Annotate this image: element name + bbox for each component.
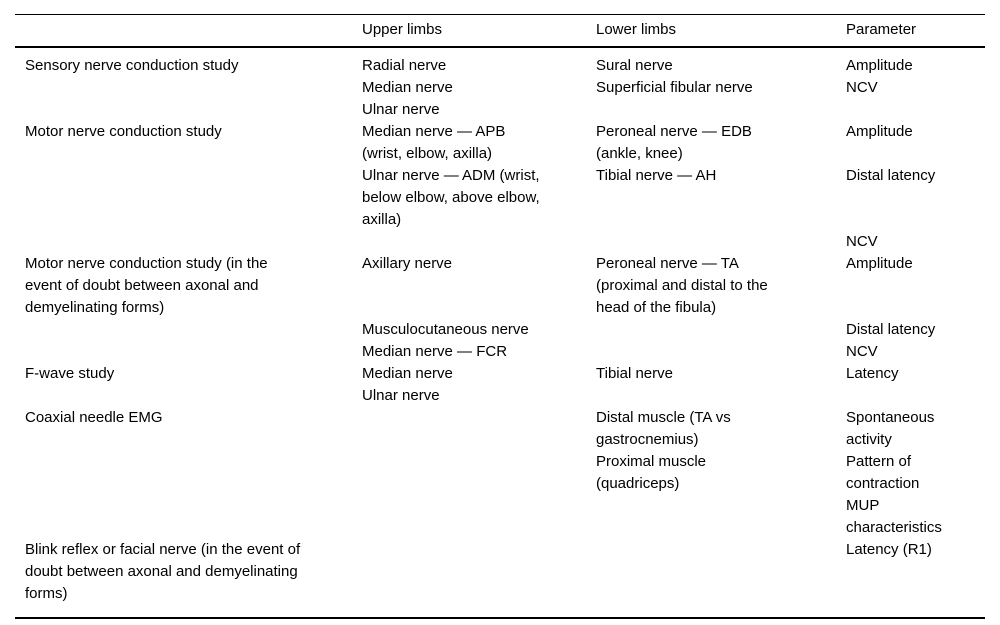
- table-row: Motor nerve conduction study Median nerve…: [15, 121, 985, 253]
- cell-line: Ulnar nerve — ADM (wrist,: [362, 167, 540, 184]
- lower-limbs-cell: Peroneal nerve — EDB (ankle, knee) Tibial …: [596, 121, 846, 253]
- cell-line: demyelinating forms): [25, 299, 165, 316]
- cell-line: Median nerve: [362, 79, 453, 96]
- table-container: Upper limbs Lower limbs Parameter Sensor…: [15, 14, 985, 619]
- cell-line: Latency: [846, 365, 899, 382]
- cell-line: [362, 275, 596, 297]
- table-row: Coaxial needle EMG Distal muscle (TA vs ga…: [15, 407, 985, 539]
- cell-line: doubt between axonal and demyelinating: [25, 563, 298, 580]
- cell-line: Amplitude: [846, 57, 913, 74]
- lower-limbs-cell: Tibial nerve: [596, 363, 846, 407]
- cell-line: characteristics: [846, 519, 942, 536]
- cell-line: Median nerve — APB: [362, 123, 506, 140]
- cell-line: NCV: [846, 79, 878, 96]
- nerve-conduction-study-table: Upper limbs Lower limbs Parameter Sensor…: [15, 14, 985, 619]
- cell-line: contraction: [846, 475, 920, 492]
- lower-limbs-cell: Distal muscle (TA vs gastrocnemius) Proxim…: [596, 407, 846, 539]
- cell-line: Axillary nerve: [362, 255, 453, 272]
- cell-line: NCV: [846, 343, 878, 360]
- cell-line: (wrist, elbow, axilla): [362, 145, 493, 162]
- cell-line: Tibial nerve — AH: [596, 167, 717, 184]
- table-row: Blink reflex or facial nerve (in the eve…: [15, 539, 985, 618]
- upper-limbs-cell: Median nerve — APB (wrist, elbow, axilla)…: [362, 121, 596, 253]
- cell-line: Spontaneous: [846, 409, 935, 426]
- header-cell-lower-limbs: Lower limbs: [596, 14, 846, 48]
- header-cell-upper-limbs: Upper limbs: [362, 14, 596, 48]
- cell-line: Coaxial needle EMG: [25, 409, 163, 426]
- cell-line: Ulnar nerve: [362, 387, 440, 404]
- cell-line: (quadriceps): [596, 475, 680, 492]
- cell-line: Sensory nerve conduction study: [25, 57, 239, 74]
- cell-line: event of doubt between axonal and: [25, 277, 259, 294]
- table-row: Sensory nerve conduction study Radial ner…: [15, 47, 985, 121]
- cell-line: Musculocutaneous nerve: [362, 321, 529, 338]
- cell-line: Radial nerve: [362, 57, 447, 74]
- cell-line: [846, 187, 985, 209]
- study-cell: Motor nerve conduction study: [15, 121, 362, 253]
- cell-line: Tibial nerve: [596, 365, 673, 382]
- cell-line: forms): [25, 585, 68, 602]
- lower-limbs-cell: Peroneal nerve — TA (proximal and distal …: [596, 253, 846, 363]
- parameter-cell: Latency: [846, 363, 985, 407]
- upper-limbs-cell: [362, 539, 596, 618]
- cell-line: (proximal and distal to the: [596, 277, 768, 294]
- cell-line: Distal muscle (TA vs: [596, 409, 731, 426]
- cell-line: (ankle, knee): [596, 145, 683, 162]
- cell-line: Median nerve — FCR: [362, 343, 508, 360]
- cell-line: Amplitude: [846, 255, 913, 272]
- cell-line: axilla): [362, 211, 402, 228]
- study-cell: Sensory nerve conduction study: [15, 47, 362, 121]
- cell-line: Amplitude: [846, 123, 913, 140]
- cell-line: Peroneal nerve — EDB: [596, 123, 752, 140]
- cell-line: [846, 275, 985, 297]
- cell-line: MUP: [846, 497, 880, 514]
- cell-line: Proximal muscle: [596, 453, 707, 470]
- upper-limbs-cell: [362, 407, 596, 539]
- study-cell: F-wave study: [15, 363, 362, 407]
- cell-line: Motor nerve conduction study (in the: [25, 255, 268, 272]
- cell-line: activity: [846, 431, 892, 448]
- cell-line: head of the fibula): [596, 299, 717, 316]
- header-row: Upper limbs Lower limbs Parameter: [15, 14, 985, 48]
- cell-line: below elbow, above elbow,: [362, 189, 540, 206]
- study-cell: Blink reflex or facial nerve (in the eve…: [15, 539, 362, 618]
- table-header: Upper limbs Lower limbs Parameter: [15, 14, 985, 48]
- cell-line: Pattern of: [846, 453, 912, 470]
- cell-line: Distal latency: [846, 167, 936, 184]
- study-cell: Motor nerve conduction study (in the even…: [15, 253, 362, 363]
- parameter-cell: Latency (R1): [846, 539, 985, 618]
- cell-line: Distal latency: [846, 321, 936, 338]
- cell-line: Sural nerve: [596, 57, 673, 74]
- cell-line: Median nerve: [362, 365, 453, 382]
- cell-line: Ulnar nerve: [362, 101, 440, 118]
- cell-line: Motor nerve conduction study: [25, 123, 222, 140]
- table-row: Motor nerve conduction study (in the even…: [15, 253, 985, 363]
- cell-line: Latency (R1): [846, 541, 932, 558]
- table-body: Sensory nerve conduction study Radial ner…: [15, 47, 985, 618]
- cell-line: F-wave study: [25, 365, 115, 382]
- cell-line: Blink reflex or facial nerve (in the eve…: [25, 541, 301, 558]
- cell-line: Superficial fibular nerve: [596, 79, 753, 96]
- cell-line: [846, 209, 985, 231]
- cell-line: Peroneal nerve — TA: [596, 255, 739, 272]
- header-cell-parameter: Parameter: [846, 14, 985, 48]
- cell-line: [362, 297, 596, 319]
- cell-line: NCV: [846, 233, 878, 250]
- cell-line: [846, 297, 985, 319]
- cell-line: [846, 143, 985, 165]
- cell-line: gastrocnemius): [596, 431, 699, 448]
- lower-limbs-cell: [596, 539, 846, 618]
- study-cell: Coaxial needle EMG: [15, 407, 362, 539]
- header-cell-study: [15, 14, 362, 48]
